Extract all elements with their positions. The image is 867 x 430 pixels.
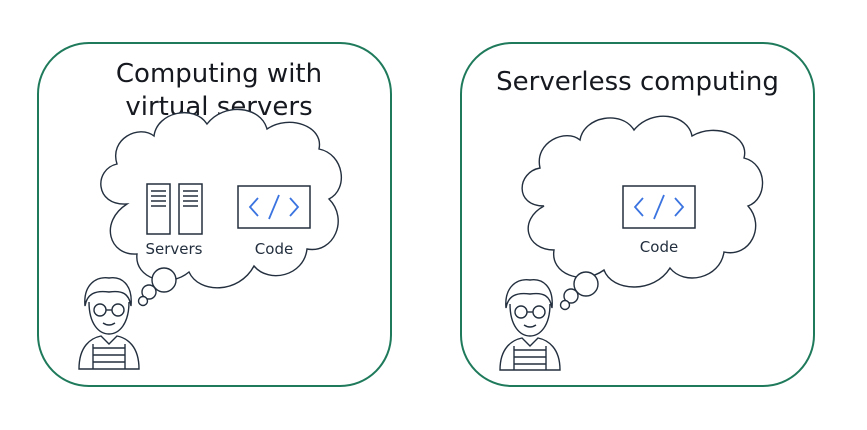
servers-label: Servers [145, 240, 202, 258]
thought-bubble-medium [563, 288, 579, 304]
thought-bubble-medium [141, 284, 157, 300]
developer-icon [499, 279, 561, 371]
code-label: Code [255, 240, 293, 258]
serverless-title: Serverless computing [496, 67, 779, 97]
serverless-panel: Serverless computing Code [460, 42, 815, 387]
developer-icon [78, 277, 140, 370]
code-icon [237, 185, 311, 229]
thought-bubble-large [151, 267, 177, 293]
virtual-servers-panel: Computing with virtual servers Servers [37, 42, 392, 387]
thought-cloud-icon [100, 108, 343, 289]
virtual-servers-title: Computing with virtual servers [115, 59, 323, 122]
thought-bubble-small [559, 299, 571, 311]
code-label: Code [640, 238, 678, 256]
thought-bubble-large [573, 271, 599, 297]
serverless-illustration: Code [499, 115, 764, 371]
virtual-servers-illustration: Servers Code [78, 108, 343, 370]
code-icon [622, 185, 696, 229]
servers-icon [146, 183, 203, 235]
thought-bubble-small [137, 295, 149, 307]
